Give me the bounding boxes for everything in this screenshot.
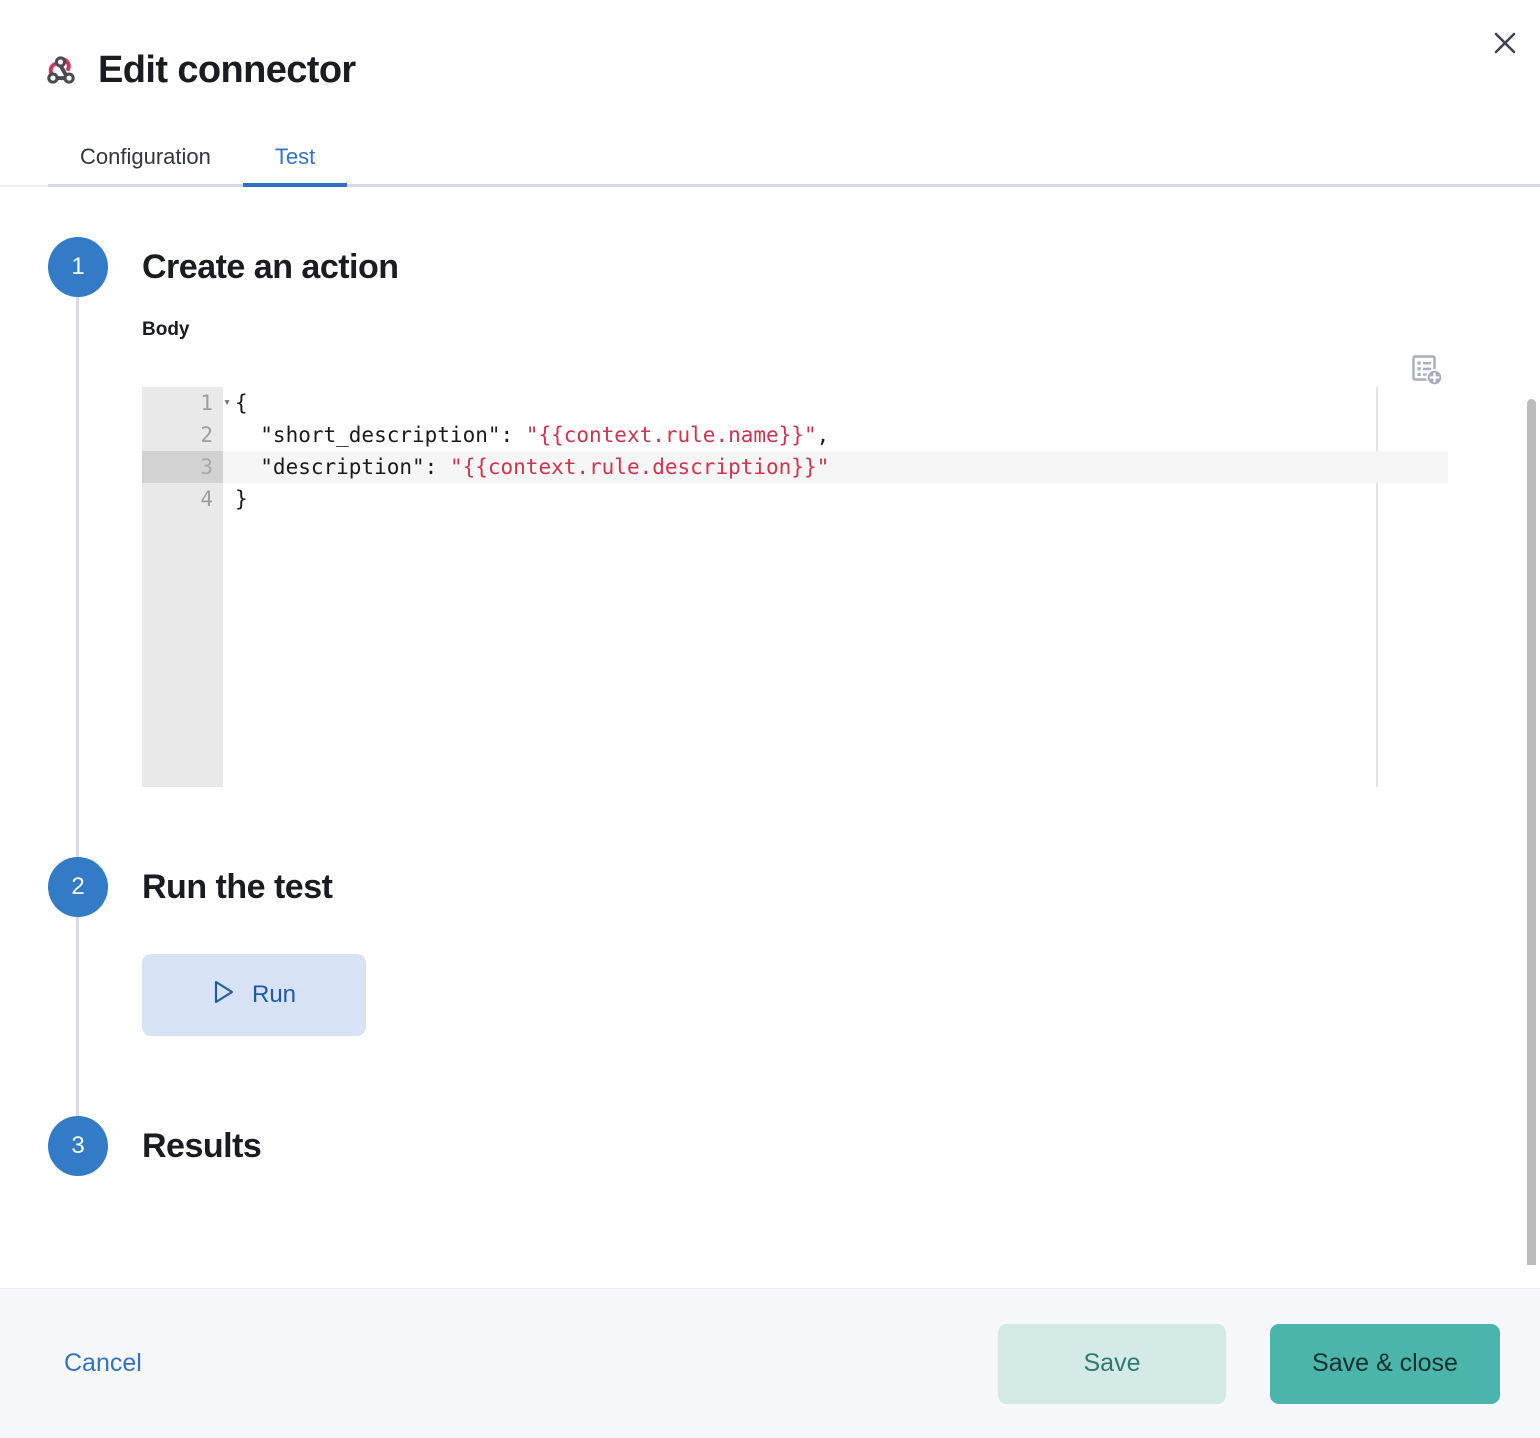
body-field-label: Body bbox=[142, 319, 190, 340]
line-number: 4 bbox=[200, 487, 213, 511]
flyout-footer: Cancel Save Save & close bbox=[0, 1288, 1540, 1438]
cancel-button[interactable]: Cancel bbox=[40, 1339, 166, 1388]
body-scrollbar-thumb[interactable] bbox=[1527, 399, 1536, 1265]
run-button-label: Run bbox=[251, 981, 297, 1008]
step-title-1: Create an action bbox=[142, 248, 399, 286]
code-line[interactable]: 2 "short_description": "{{context.rule.n… bbox=[142, 419, 1448, 451]
play-glyph bbox=[214, 980, 234, 1003]
body-code-editor[interactable]: 1 ▾ { 2 "short_description": "{{context.… bbox=[142, 387, 1448, 787]
add-variable-glyph bbox=[1412, 355, 1443, 386]
step-number-2: 2 bbox=[48, 857, 108, 917]
code-token-string: "{{context.rule.description}}" bbox=[449, 455, 830, 479]
webhook-glyph bbox=[47, 56, 75, 84]
code-line-active[interactable]: 3 "description": "{{context.rule.descrip… bbox=[142, 451, 1448, 483]
step-title-2: Run the test bbox=[142, 868, 333, 906]
code-token-plain: "description": bbox=[235, 455, 450, 479]
code-line-text: "description": "{{context.rule.descripti… bbox=[223, 451, 1448, 483]
line-number: 1 ▾ bbox=[142, 387, 231, 419]
code-token-plain: "short_description": bbox=[235, 423, 526, 447]
step-connector-line-1 bbox=[76, 297, 79, 1092]
line-number: 3 bbox=[142, 451, 223, 483]
step-results: 3 Results bbox=[0, 1116, 1540, 1176]
add-variable-icon[interactable] bbox=[1406, 349, 1448, 391]
step-connector-line-2 bbox=[76, 917, 79, 1132]
page-title: Edit connector bbox=[98, 49, 356, 91]
editor-print-margin bbox=[1376, 387, 1378, 787]
step-title-3: Results bbox=[142, 1127, 262, 1165]
step-create-an-action: 1 Create an action Body bbox=[0, 187, 1540, 1092]
webhook-icon bbox=[40, 49, 82, 91]
code-token-plain: { bbox=[235, 391, 248, 415]
tab-test[interactable]: Test bbox=[242, 146, 348, 187]
code-token-plain: } bbox=[235, 487, 248, 511]
step-1-content: Body bbox=[142, 297, 1540, 787]
code-line-text: } bbox=[223, 483, 1448, 515]
save-and-close-button[interactable]: Save & close bbox=[1270, 1323, 1500, 1404]
tab-configuration[interactable]: Configuration bbox=[48, 146, 243, 187]
code-token-plain: , bbox=[816, 423, 830, 447]
line-number-text: 1 bbox=[200, 391, 213, 415]
title-row: Edit connector bbox=[0, 0, 1540, 91]
step-2-content: Run bbox=[142, 917, 1540, 1036]
flyout-header: Edit connector Configuration Test bbox=[0, 0, 1540, 187]
footer-actions: Save Save & close bbox=[998, 1323, 1500, 1404]
tab-underline-left bbox=[0, 185, 48, 187]
close-glyph bbox=[1494, 32, 1516, 54]
fold-arrow-icon[interactable]: ▾ bbox=[223, 395, 231, 410]
run-button[interactable]: Run bbox=[142, 954, 366, 1036]
code-line-text: { bbox=[223, 387, 1448, 419]
tab-bar: Configuration Test bbox=[0, 121, 1540, 187]
code-line[interactable]: 4 } bbox=[142, 483, 1448, 515]
step-number-1: 1 bbox=[48, 237, 108, 297]
save-button[interactable]: Save bbox=[998, 1323, 1226, 1404]
line-number: 2 bbox=[200, 423, 213, 447]
editor-lines: 1 ▾ { 2 "short_description": "{{context.… bbox=[142, 387, 1448, 515]
flyout-body: 1 Create an action Body bbox=[0, 187, 1540, 1265]
steps-list: 1 Create an action Body bbox=[0, 187, 1540, 1176]
code-line-text: "short_description": "{{context.rule.nam… bbox=[223, 419, 1448, 451]
code-line[interactable]: 1 ▾ { bbox=[142, 387, 1448, 419]
editor-toolbar bbox=[142, 355, 1540, 387]
play-icon bbox=[212, 979, 236, 1012]
code-token-string: "{{context.rule.name}}" bbox=[525, 423, 817, 447]
close-icon[interactable] bbox=[1484, 22, 1526, 64]
step-run-the-test: 2 Run the test Run bbox=[0, 857, 1540, 1132]
step-number-3: 3 bbox=[48, 1116, 108, 1176]
